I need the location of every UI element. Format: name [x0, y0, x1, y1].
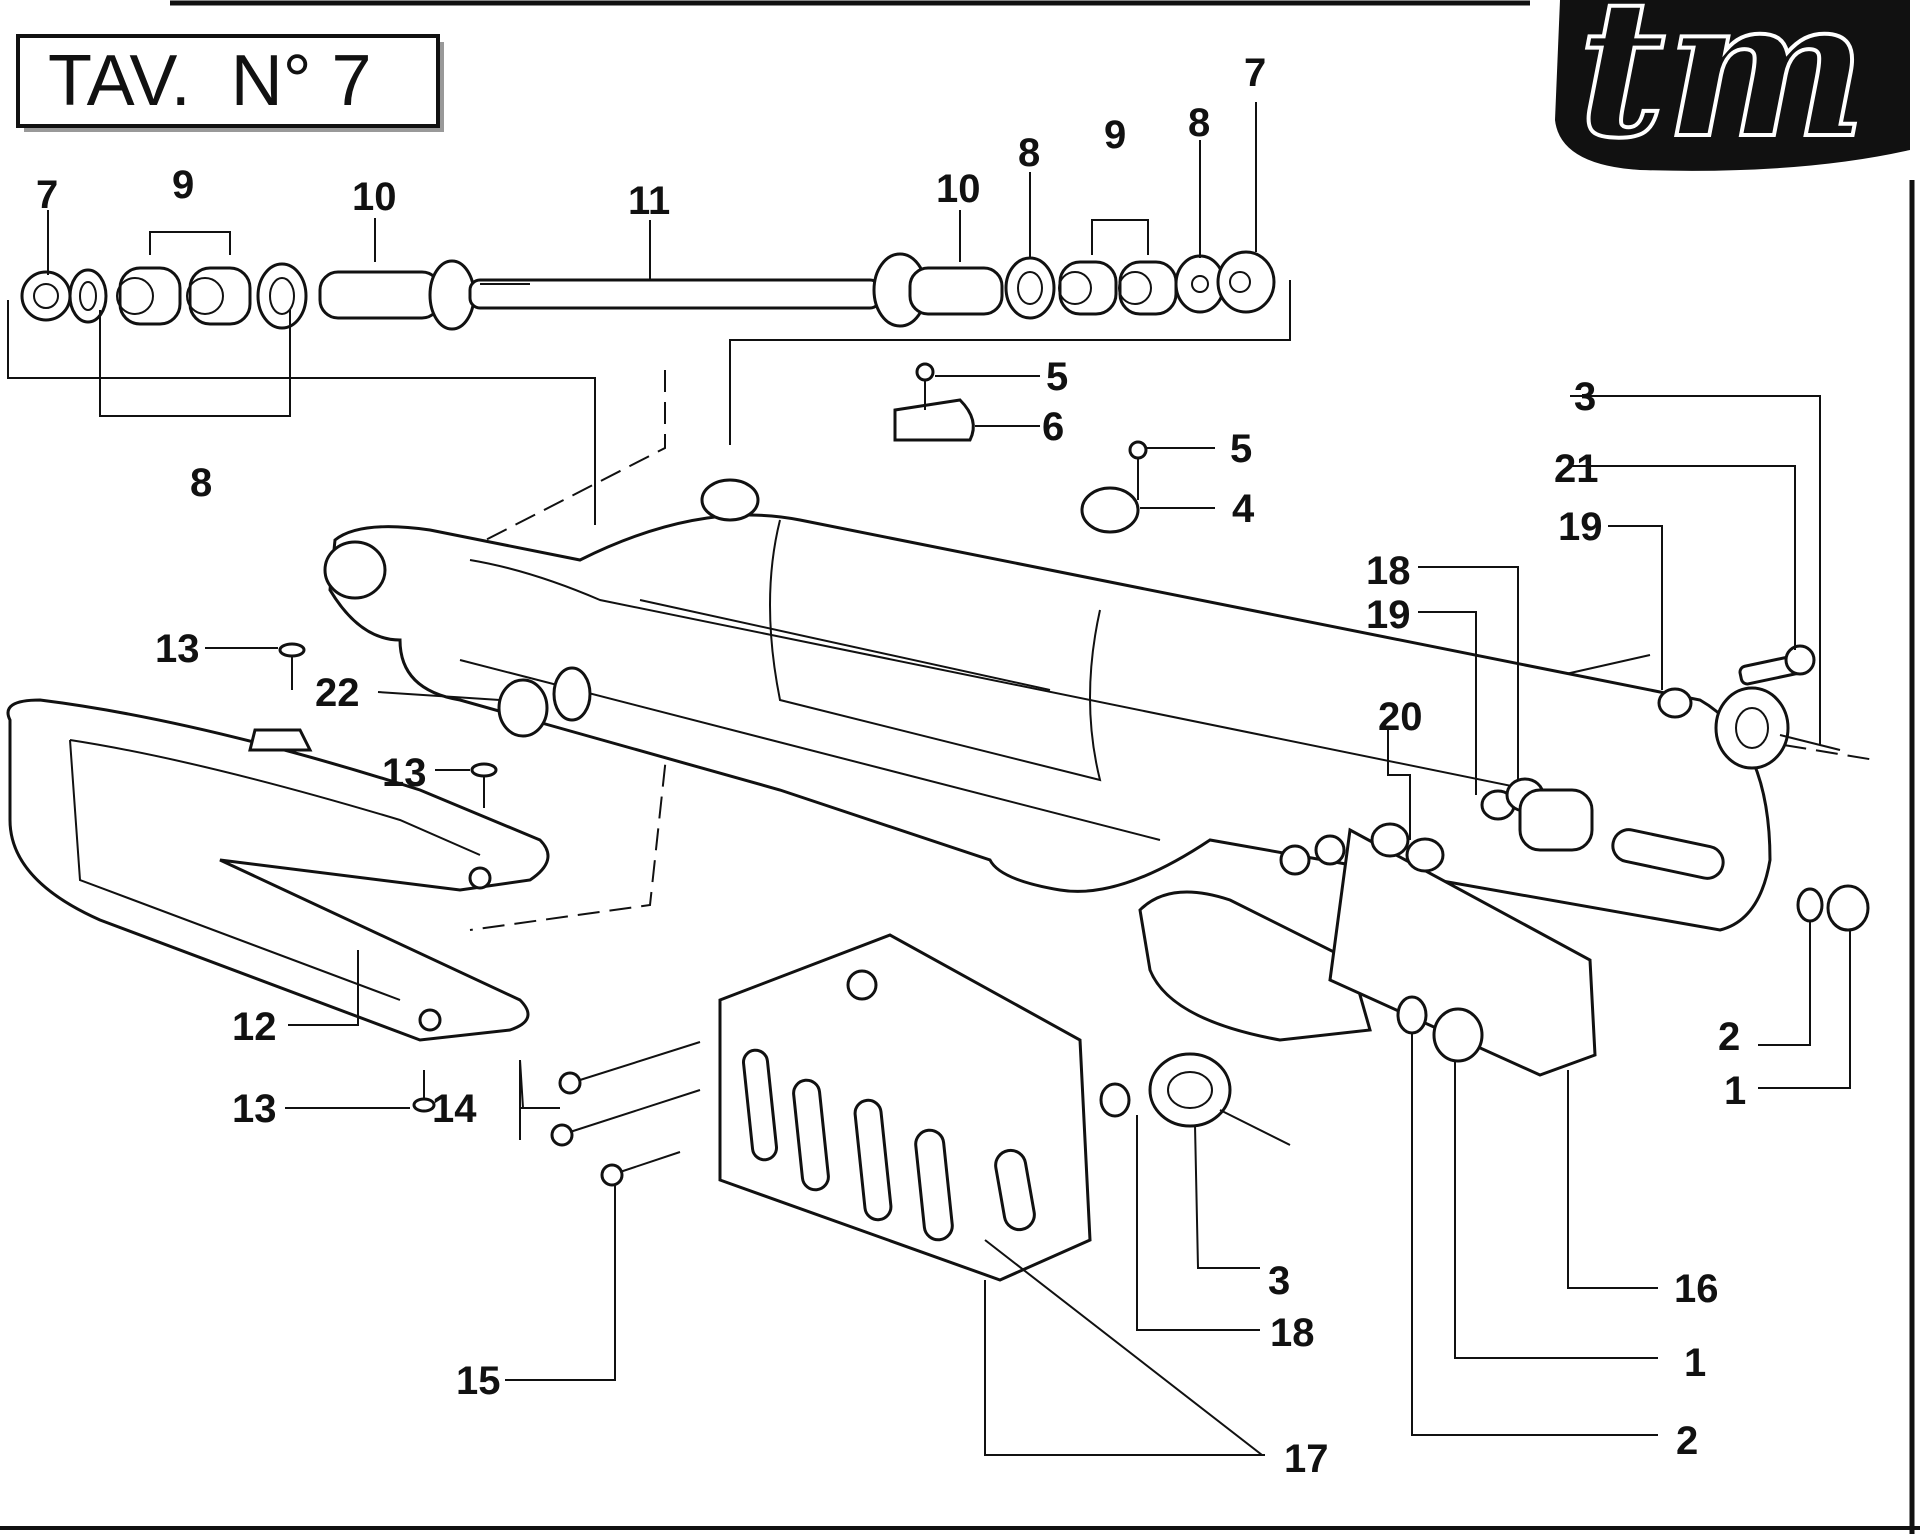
callout-1: 1 — [1684, 1341, 1706, 1385]
callout-18: 18 — [1366, 549, 1411, 593]
callout-8: 8 — [1018, 131, 1040, 175]
logo-text: tm — [1578, 0, 1867, 180]
callout-9: 9 — [1104, 113, 1126, 157]
plate-title: TAV. N° 7 — [48, 41, 372, 121]
callout-22: 22 — [315, 671, 360, 715]
callout-12: 12 — [232, 1005, 277, 1049]
callout-11: 11 — [628, 179, 670, 223]
callout-8: 8 — [1188, 101, 1210, 145]
callout-2: 2 — [1718, 1015, 1740, 1059]
callout-labels: 7 9 10 11 10 8 9 8 7 8 5 6 5 4 3 21 19 1… — [36, 51, 1746, 1481]
callout-3: 3 — [1268, 1259, 1290, 1303]
callout-13: 13 — [232, 1087, 277, 1131]
plate-title-box: TAV. N° 7 — [16, 34, 444, 132]
chain-slider — [718, 827, 1597, 1282]
callout-13: 13 — [155, 627, 200, 671]
callout-1: 1 — [1724, 1069, 1746, 1113]
callout-7: 7 — [36, 173, 58, 217]
tm-logo: tm — [1555, 0, 1910, 182]
callout-9: 9 — [172, 163, 194, 207]
pivot-shaft-assembly — [20, 250, 1276, 331]
callout-13: 13 — [382, 751, 427, 795]
callout-18: 18 — [1270, 1311, 1315, 1355]
callout-14: 14 — [432, 1087, 477, 1131]
callout-5: 5 — [1230, 427, 1252, 471]
callout-17: 17 — [1284, 1437, 1329, 1481]
callout-2: 2 — [1676, 1419, 1698, 1463]
callout-21: 21 — [1554, 447, 1599, 491]
hardware — [278, 362, 1870, 1187]
callout-10: 10 — [936, 167, 981, 211]
callout-19: 19 — [1558, 505, 1603, 549]
callout-4: 4 — [1232, 487, 1255, 531]
callout-5: 5 — [1046, 355, 1068, 399]
chain-guard — [6, 698, 550, 1042]
callout-16: 16 — [1674, 1267, 1719, 1311]
callout-19: 19 — [1366, 593, 1411, 637]
callout-3: 3 — [1574, 375, 1596, 419]
callout-20: 20 — [1378, 695, 1423, 739]
callout-6: 6 — [1042, 405, 1064, 449]
callout-15: 15 — [456, 1359, 501, 1403]
callout-8: 8 — [190, 461, 212, 505]
leader-lines — [47, 102, 1851, 1456]
callout-10: 10 — [352, 175, 397, 219]
callout-7: 7 — [1244, 51, 1266, 95]
